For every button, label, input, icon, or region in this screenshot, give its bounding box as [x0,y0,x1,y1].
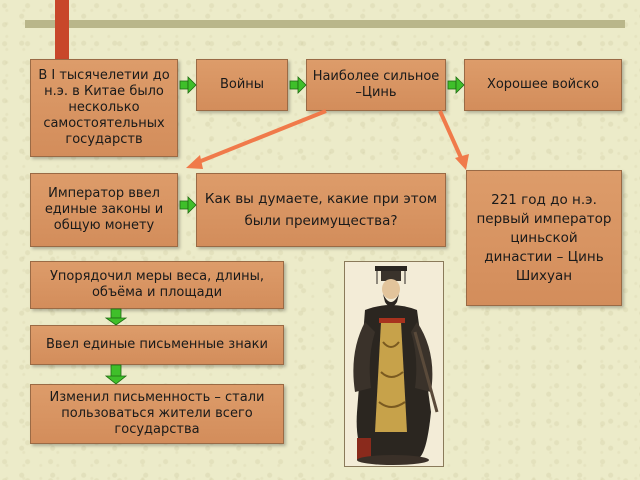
green-arrow-strongest-army [447,76,465,94]
emperor-portrait-image [344,261,444,467]
green-arrow-down-1 [104,308,128,326]
orange-arrow-to-first-emperor [438,110,469,170]
box-script-change-text: Изменил письменность – стали пользоватьс… [49,390,265,437]
box-emperor: Император ввел единые законы и общую мон… [30,173,178,247]
red-decor-bar [55,0,69,75]
box-strongest-text: Наиболее сильное –Цинь [312,69,440,100]
box-army: Хорошее войско [464,59,622,111]
box-writing: Ввел единые письменные знаки [30,325,284,365]
box-question: Как вы думаете, какие при этом были преи… [196,173,446,247]
orange-arrow-to-emperor [186,109,327,169]
box-writing-text: Ввел единые письменные знаки [46,337,268,352]
box-wars-text: Войны [219,77,265,92]
emperor-figure-icon [345,262,443,466]
top-decor-bar [25,20,625,28]
green-arrow-emperor-question [179,196,197,214]
box-question-text: Как вы думаете, какие при этом были преи… [204,191,438,229]
green-arrow-wars-strongest [289,76,307,94]
box-intro: В I тысячелетии до н.э. в Китае было нес… [30,59,178,157]
green-arrow-intro-wars [179,76,197,94]
box-script-change: Изменил письменность – стали пользоватьс… [30,384,284,444]
box-strongest: Наиболее сильное –Цинь [306,59,446,111]
box-first-emperor: 221 год до н.э. первый император циньско… [466,170,622,306]
box-first-emperor-text: 221 год до н.э. первый император циньско… [476,191,612,284]
box-army-text: Хорошее войско [486,77,600,92]
box-measures-text: Упорядочил меры веса, длины, объёма и пл… [49,269,265,300]
box-emperor-text: Император ввел единые законы и общую мон… [44,186,164,233]
box-intro-text: В I тысячелетии до н.э. в Китае было нес… [38,68,170,147]
green-arrow-down-2 [104,364,128,385]
box-measures: Упорядочил меры веса, длины, объёма и пл… [30,261,284,309]
box-wars: Войны [196,59,288,111]
